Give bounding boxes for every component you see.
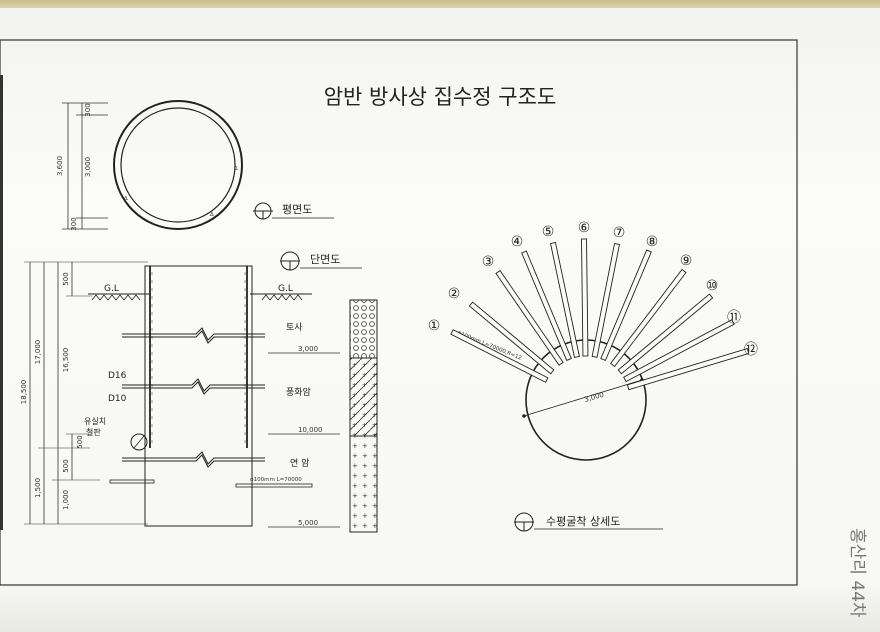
strata-soft-rock <box>349 435 378 533</box>
radial-pipe <box>626 348 750 391</box>
radial-pipe <box>617 293 714 375</box>
rebar-d16: D16 <box>108 371 127 381</box>
handwritten-note: 홍산리 44차 <box>847 528 867 618</box>
radial-pipe-number: ⑨ <box>680 253 693 269</box>
radial-pipe-number: ⑥ <box>578 220 591 236</box>
radial-pipe-number: ④ <box>511 234 524 250</box>
plan-dim-inner: 3,000 <box>84 157 92 177</box>
radial-pipe-number: ⑫ <box>744 342 758 358</box>
sheet-shadow <box>0 585 880 632</box>
depth-soft-rock: 5,000 <box>298 519 318 527</box>
dim-18500: 18,500 <box>20 380 28 405</box>
plan-mark: ∆ <box>209 212 214 218</box>
ground-hatch-right <box>261 294 303 301</box>
plan-mark: ∆ <box>233 166 238 172</box>
drawing-title: 암반 방사상 집수정 구조도 <box>324 85 557 109</box>
dim-17000: 17,000 <box>34 340 42 365</box>
radial-pipe <box>550 241 580 358</box>
plan-view: ∆ ∆ ∆ 300 3,000 3,600 300 평면도 <box>56 100 334 231</box>
dim-500-mid: 500 <box>76 435 84 448</box>
gl-right-label: G.L <box>278 284 293 294</box>
valve-symbol <box>130 433 148 451</box>
diameter-line <box>523 379 643 417</box>
depth-topsoil: 3,000 <box>298 345 318 353</box>
page-edge <box>0 75 3 530</box>
radial-pipes <box>450 238 750 391</box>
depth-weathered-rock: 10,000 <box>298 426 323 434</box>
section-pipe-note: ϕ100mm L=70000 <box>250 477 302 483</box>
strata-topsoil <box>349 299 378 359</box>
dim-16500: 16,500 <box>62 348 70 373</box>
valve-label-2: 철판 <box>86 427 101 437</box>
radial-pipe <box>600 249 652 362</box>
radial-pipe-number: ② <box>448 286 461 302</box>
drawing-frame <box>0 39 798 586</box>
ground-hatch-left <box>91 294 141 301</box>
radial-pipe-number: ⑧ <box>646 234 659 250</box>
plan-label: 평면도 <box>282 203 312 216</box>
plan-mark: ∆ <box>123 196 128 202</box>
radial-pipe <box>591 242 620 358</box>
section-label: 단면도 <box>310 253 340 266</box>
radial-pipe-number: ③ <box>482 254 495 270</box>
radial-pipe <box>468 301 555 375</box>
dim-500-top: 500 <box>62 272 70 285</box>
shaft-outline <box>144 265 253 527</box>
radial-label: 수평굴착 상세도 <box>546 515 620 528</box>
layer-weathered-rock: 풍화암 <box>286 386 311 398</box>
plan-inner-ring <box>120 107 236 223</box>
plan-outer-ring <box>113 100 243 230</box>
radial-pipe-number: ⑪ <box>727 310 741 326</box>
radial-pipe-number: ⑤ <box>542 224 555 240</box>
dim-500-low: 500 <box>62 459 70 472</box>
valve-label-1: 유실치 <box>84 416 106 426</box>
strata-weathered-rock <box>349 357 378 437</box>
dim-1000: 1,000 <box>62 490 70 510</box>
plan-dim-bottom: 300 <box>70 217 78 230</box>
radial-pipe <box>450 329 549 383</box>
radial-pipe <box>623 319 735 383</box>
dim-1500: 1,500 <box>34 478 42 498</box>
paper-sheet <box>0 8 880 632</box>
plan-dim-top: 300 <box>84 103 92 116</box>
radial-pipe <box>609 268 687 368</box>
radial-pipe-number: ⑩ <box>706 278 719 294</box>
section-view: 단면도 G.L G.L ϕ100mm L=70000 유실치 철판 D16 D1… <box>20 251 378 533</box>
plan-dim-total: 3,600 <box>56 156 64 176</box>
rebar-d10: D10 <box>108 394 127 404</box>
radial-pipe <box>581 238 589 357</box>
radial-diameter: 3,000 <box>583 391 604 404</box>
gl-left-label: G.L <box>104 284 119 294</box>
radial-pipe-number: ⑦ <box>613 225 626 241</box>
layer-soft-rock: 연 암 <box>290 457 309 469</box>
layer-topsoil: 토사 <box>286 322 303 333</box>
radial-pipe <box>521 250 572 361</box>
radial-pipe <box>495 269 564 366</box>
radial-pipe-number: ① <box>428 318 441 334</box>
